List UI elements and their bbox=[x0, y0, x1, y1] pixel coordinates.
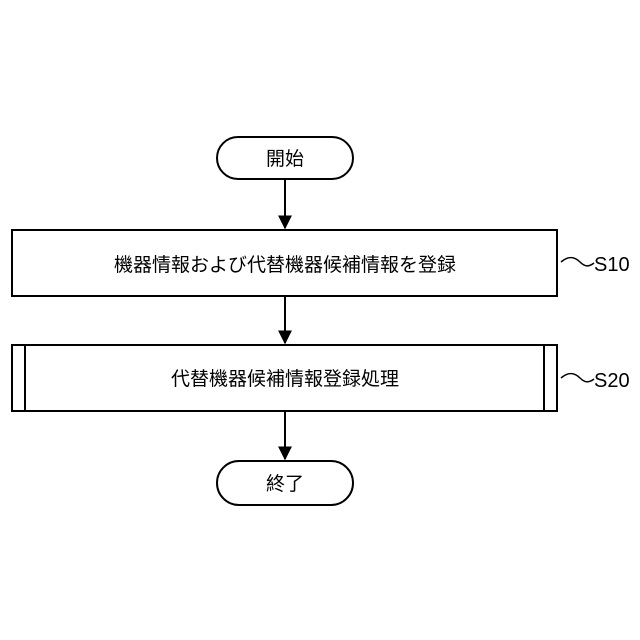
end-terminal: 終了 bbox=[217, 461, 353, 505]
start-label: 開始 bbox=[266, 148, 304, 170]
process-box-s10: 機器情報および代替機器候補情報を登録 bbox=[12, 230, 557, 296]
start-terminal: 開始 bbox=[217, 137, 353, 179]
end-label: 終了 bbox=[266, 473, 304, 495]
step-id-s10: S10 bbox=[594, 254, 630, 276]
step-callout-s20: S20 bbox=[561, 370, 630, 392]
process-label-s20: 代替機器候補情報登録処理 bbox=[171, 368, 399, 390]
process-label-s10: 機器情報および代替機器候補情報を登録 bbox=[114, 254, 456, 276]
step-id-s20: S20 bbox=[594, 370, 630, 392]
predefined-process-box-s20: 代替機器候補情報登録処理 bbox=[12, 345, 557, 411]
step-callout-s10: S10 bbox=[561, 254, 630, 276]
